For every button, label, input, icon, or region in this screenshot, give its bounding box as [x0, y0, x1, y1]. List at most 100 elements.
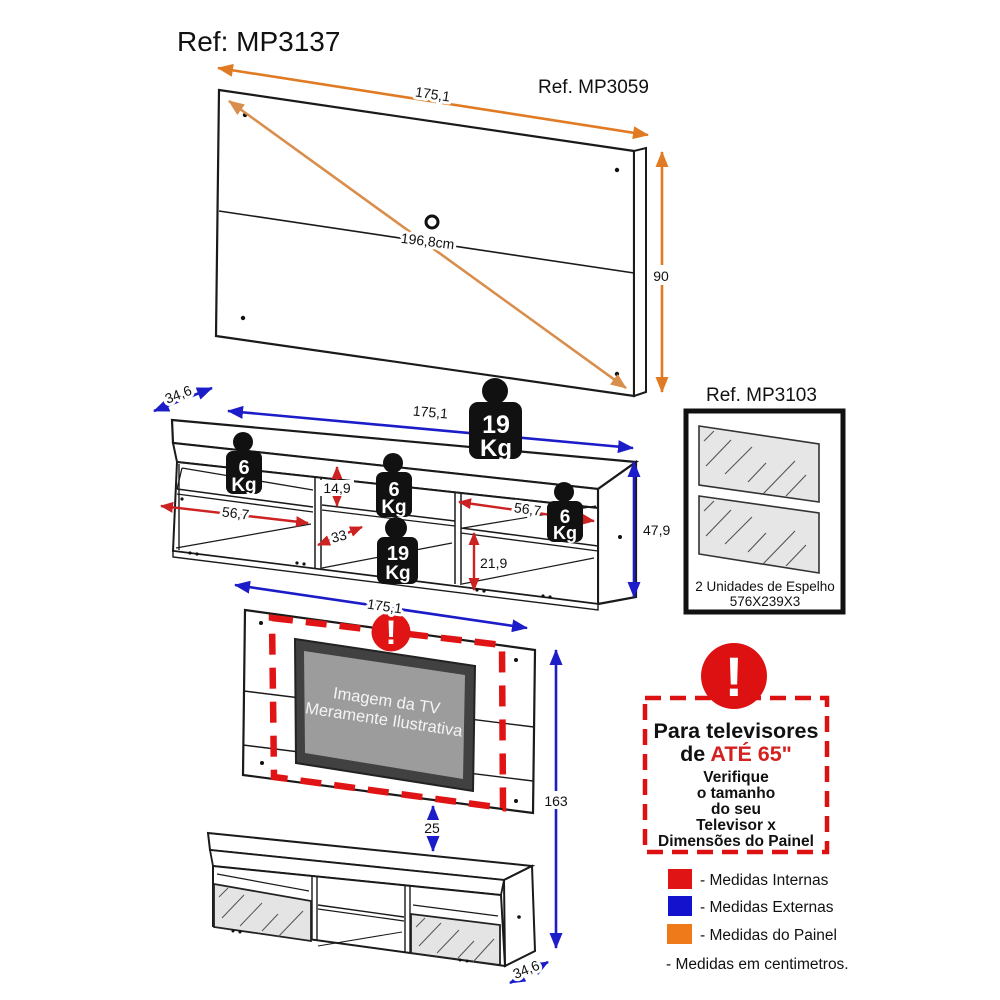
dot	[302, 562, 306, 566]
panel-hole	[614, 167, 620, 173]
shelf-line	[176, 467, 183, 490]
svg-text:Kg: Kg	[553, 523, 577, 543]
weight-badge-19kg-top: 19 Kg	[469, 378, 522, 462]
legend-swatch-external	[668, 896, 692, 916]
floor-perspective-line	[175, 523, 312, 549]
warning-detail-3: do seu	[711, 801, 761, 818]
mirror-drawer-right-hatch	[415, 917, 495, 963]
assembled-view-drawing: Imagem da TV Meramente Ilustrativa !	[206, 580, 572, 985]
svg-text:Kg: Kg	[385, 563, 410, 584]
warning-line-1: Para televisores	[654, 719, 819, 743]
dot	[195, 552, 199, 556]
mirror-2-hatch	[703, 500, 807, 567]
tv-zone-dashed-outline	[268, 614, 507, 812]
svg-text:6: 6	[388, 479, 399, 501]
label-backing	[420, 820, 445, 836]
weight-badge-19kg-middle: 19 Kg	[377, 517, 418, 584]
legend-swatch-panel	[667, 924, 692, 944]
dot	[295, 561, 299, 565]
shelf-line	[317, 908, 405, 922]
warning-dashed-border	[642, 695, 830, 855]
alert-exclamation: !	[385, 614, 396, 652]
assembled-width-label: 175,1	[366, 596, 403, 617]
warning-line-2: de ATÉ 65"	[680, 741, 792, 766]
stand-width-label: 175,1	[412, 403, 449, 422]
panel-ref-label: Ref. MP3059	[538, 77, 649, 98]
dot	[618, 535, 622, 539]
stand-depth-label: 34,6	[163, 382, 194, 407]
mirror-1-hatch	[703, 430, 807, 497]
floor-perspective-line	[317, 931, 403, 947]
label-backing	[651, 265, 673, 285]
dot	[231, 929, 235, 933]
warning-detail-2: o tamanho	[697, 785, 775, 802]
stand-depth-arrow	[153, 386, 213, 413]
dot	[238, 930, 242, 934]
panel-diagonal-arrow	[228, 99, 627, 390]
shelf-line	[460, 532, 599, 552]
dot	[188, 551, 192, 555]
tv-panel-drawing: Ref. MP3059 175,1 196,8cm 90	[214, 63, 673, 398]
mirror-drawer-left-hatch	[218, 887, 304, 938]
shelf-line	[216, 873, 310, 892]
mirror-caption-2: 576X239X3	[730, 594, 801, 609]
inner-gap-label: 14,9	[323, 480, 350, 496]
dot	[180, 497, 184, 501]
shelf-line	[317, 904, 405, 918]
mirror-2	[698, 495, 820, 574]
mirror-kit-drawing: Ref. MP3103 2 Unidades de Espelho 576X23…	[683, 385, 846, 615]
shelf-line	[412, 904, 499, 917]
warning-detail-1: Verifique	[703, 769, 769, 786]
warning-icon	[701, 643, 767, 709]
panel-side-edge	[633, 146, 647, 398]
legend-label-external: - Medidas Externas	[700, 899, 834, 916]
svg-text:19: 19	[387, 543, 409, 565]
inner-left-label: 56,7	[221, 503, 250, 522]
label-backing	[541, 791, 572, 809]
assembled-gap-label: 25	[424, 820, 440, 836]
weight-badge-6kg-right: 6 Kg	[547, 482, 583, 543]
assembled-height-label: 163	[544, 793, 568, 809]
tv-stand-drawing: 34,6 175,1 47,9 56,7 14,9 33 21,9 56,7 1…	[153, 378, 673, 611]
tv-size-warning: ! Para televisores de ATÉ 65" Verifique …	[642, 643, 830, 855]
assembled-depth-arrow	[509, 960, 549, 985]
svg-text:6: 6	[238, 457, 249, 479]
dot	[259, 621, 263, 625]
warning-exclamation: !	[725, 645, 744, 708]
svg-text:Kg: Kg	[381, 497, 406, 518]
label-backing	[477, 555, 514, 571]
stand-width-arrow	[227, 405, 634, 454]
dot	[514, 799, 518, 803]
svg-text:Kg: Kg	[480, 435, 512, 462]
stand-inner-left-arrow	[160, 501, 309, 528]
svg-text:Kg: Kg	[231, 475, 256, 496]
mirror-drawer-left	[213, 882, 312, 943]
stand-height-label: 47,9	[643, 522, 670, 538]
mirror-1	[698, 425, 820, 503]
svg-text:19: 19	[482, 411, 510, 439]
warning-detail-4: Televisor x	[696, 817, 776, 834]
inner-height-label: 21,9	[480, 555, 507, 571]
mirror-caption-1: 2 Unidades de Espelho	[695, 579, 835, 594]
legend-label-internal: - Medidas Internas	[700, 872, 829, 889]
stand-inner-depth-arrow	[317, 525, 363, 547]
legend-note: - Medidas em centimetros.	[666, 956, 849, 973]
panel-height-label: 90	[653, 268, 669, 284]
warning-detail-5: Dimensões do Painel	[658, 833, 814, 850]
panel-width-label: 175,1	[414, 84, 451, 105]
dot	[465, 959, 469, 963]
dot	[475, 588, 479, 592]
dot	[514, 658, 518, 662]
svg-text:6: 6	[560, 507, 571, 528]
dot	[541, 594, 545, 598]
shelf-line	[460, 527, 599, 547]
shelf-line	[321, 509, 456, 527]
panel-cable-hole	[424, 214, 440, 230]
dot	[548, 595, 552, 599]
dot	[517, 915, 521, 919]
mirror-drawer-right	[410, 912, 501, 967]
assembled-width-arrow	[234, 580, 528, 633]
dot	[260, 761, 264, 765]
panel-hole	[614, 371, 620, 377]
